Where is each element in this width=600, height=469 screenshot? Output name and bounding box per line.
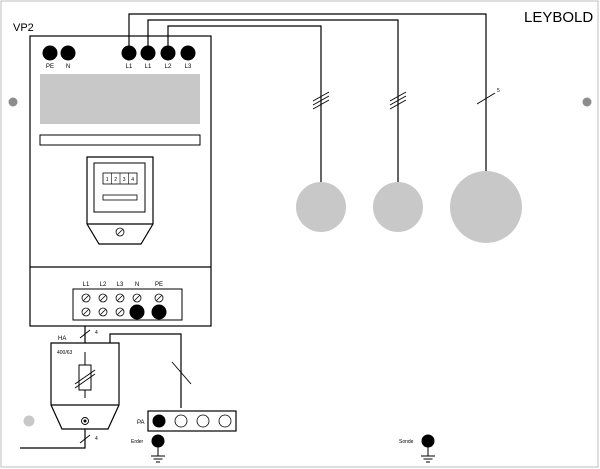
load-circle-small-right [373,182,423,232]
terminal-label: PE [46,64,54,70]
fuse-slash [74,369,96,385]
supply-wire-bottom [20,429,86,449]
terminal-label: N [135,282,139,288]
fuse-slash [74,373,96,389]
label-slot [39,134,201,146]
switch-knob-inner [83,419,87,423]
pa-terminal [196,414,210,428]
terminal-n-bottom [129,304,145,320]
device-box [29,35,212,327]
cable-count-label: 5 [497,88,500,94]
erder-label: Erder [131,439,144,445]
meter-screw-slot [117,229,123,235]
pa-terminal [218,414,232,428]
screw-row-bottom [81,307,125,317]
terminal-pe-top [42,45,58,61]
terminal-label: L1 [83,282,90,288]
device-label: VP2 [13,22,34,34]
meter-digit: 4 [131,177,134,183]
terminal-label: N [66,64,70,70]
terminal-label: PE [155,282,163,288]
load-circle-large [450,171,522,243]
pa-label: PA [137,420,145,426]
terminal-l2-top [160,45,176,61]
mounting-hole-right [582,97,592,107]
cable-count-bottom: 4 [95,436,98,442]
meter-digit: 1 [106,177,109,183]
earth-electrode: Erder [131,434,165,463]
load-circle-small-left [296,182,346,232]
terminal-n-top [60,45,76,61]
meter-digit: 2 [114,177,117,183]
sonde-label: Sonde [399,439,414,445]
terminal-label: L2 [165,64,172,70]
energy-meter: 1 2 3 4 [86,156,154,245]
cable-count-ha: 4 [95,330,98,336]
cable-marks [312,91,496,110]
terminal-label: L2 [100,282,107,288]
probe-ground: Sonde [399,434,435,463]
meter-digit: 3 [123,177,126,183]
terminal-label: L3 [185,64,192,70]
indicator-dot [23,415,35,427]
lower-terminal-block: L1 L2 L3 N PE [72,282,183,321]
cable-mark-pa [171,361,192,385]
terminal-l3-top [180,45,196,61]
brand-logo-text: LEYBOLD [524,9,593,26]
meter-face [93,162,146,213]
meter-rotor-window [102,194,138,201]
terminal-pe-bottom [151,304,167,320]
terminal-label: L1 [126,64,133,70]
terminal-l1a-top [121,45,137,61]
top-terminal-row: PE N L1 L1 L2 L3 [42,45,196,70]
feeder-wire-2 [147,19,399,183]
main-switch: HA 400/63 [50,336,120,430]
pa-terminal-main [152,414,166,428]
sonde-terminal [421,434,435,448]
pa-bar-frame [147,410,237,432]
supply-wire-to-pa [109,333,182,408]
pa-terminal [174,414,188,428]
cable-mark-bottom [79,434,91,444]
cable-mark-ha [79,329,91,339]
mounting-hole-left [8,97,18,107]
terminal-block-frame [72,288,183,321]
terminal-l1b-top [140,45,156,61]
terminal-label: L1 [145,64,152,70]
main-supply-wire [20,326,182,449]
screw-row-top [81,293,164,303]
switch-rating: 400/63 [57,350,73,356]
erder-terminal [151,434,165,448]
display-window [40,74,200,124]
pa-bar: PA [137,410,237,432]
feeder-wire-1 [128,13,487,172]
switch-label: HA [58,336,66,342]
terminal-label: L3 [117,282,124,288]
